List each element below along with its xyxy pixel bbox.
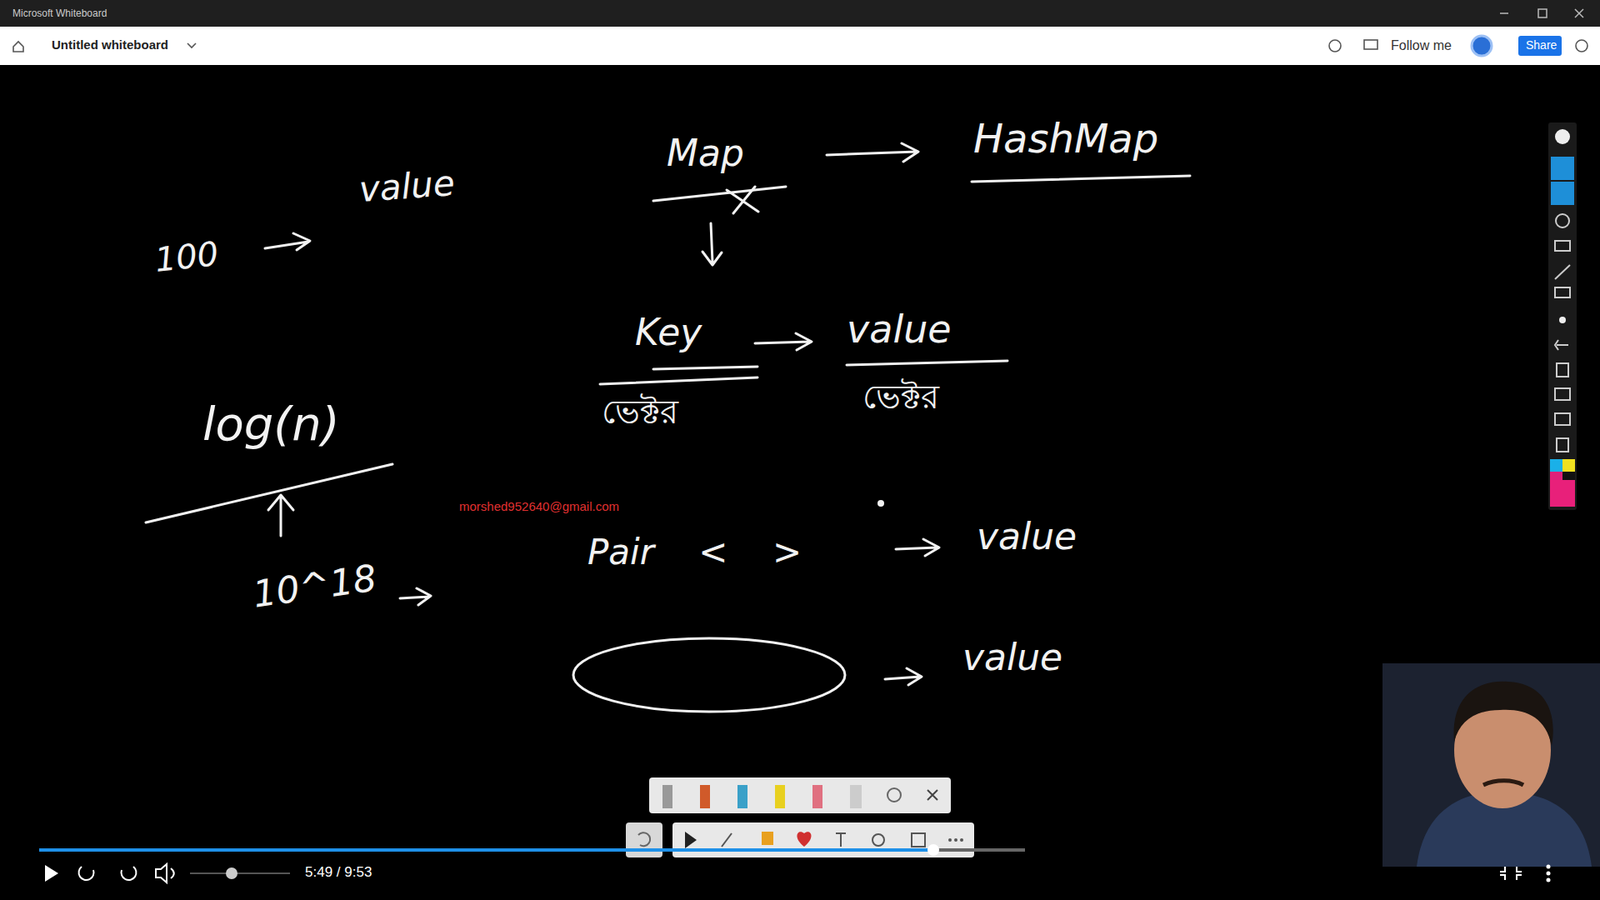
handwritten-word: value bbox=[976, 515, 1077, 560]
handwritten-word: ভেক্টর bbox=[601, 391, 679, 432]
handwritten-word: HashMap bbox=[973, 115, 1159, 164]
watermark: morshed952640@gmail.com bbox=[459, 499, 620, 515]
board-name: Untitled whiteboard bbox=[51, 37, 169, 53]
share-button: Share bbox=[1525, 38, 1557, 53]
handwritten-word: Map bbox=[666, 131, 745, 176]
handwritten-number: 100 bbox=[152, 233, 220, 280]
handwritten-word: value bbox=[357, 162, 456, 211]
handwritten-word: ভেক্টর bbox=[862, 376, 940, 417]
handwritten-number: 10^18 bbox=[250, 556, 380, 618]
handwritten-word: Key bbox=[635, 310, 702, 355]
video-time: 5:49 / 9:53 bbox=[305, 864, 372, 881]
handwritten-formula: log(n) bbox=[202, 395, 340, 452]
window-title: Microsoft Whiteboard bbox=[12, 7, 107, 20]
handwritten-word: value bbox=[962, 635, 1063, 680]
handwritten-word: value bbox=[846, 306, 952, 353]
follow-button: Follow me bbox=[1390, 37, 1452, 54]
handwritten-word: Pair < > bbox=[587, 531, 802, 574]
